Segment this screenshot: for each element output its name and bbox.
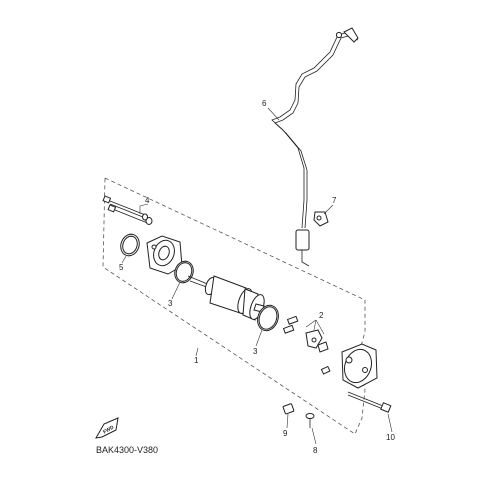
mounting-screw[interactable]: [305, 413, 315, 429]
front-cover[interactable]: [146, 235, 183, 275]
leader-line-9: [286, 413, 289, 429]
leader-line-2: [305, 319, 325, 335]
diagram-code: BAK4300-V380: [96, 445, 158, 455]
leader-line-3a: [171, 281, 181, 300]
leader-line-4: [139, 203, 149, 214]
callout-3-front: 3: [168, 299, 173, 308]
long-bolts[interactable]: [102, 195, 151, 225]
starter-cable[interactable]: [271, 27, 359, 267]
callout-5: 5: [119, 263, 124, 272]
cable-clamp[interactable]: [313, 211, 329, 227]
rear-cover[interactable]: [340, 343, 378, 389]
fwd-label: FWD: [102, 424, 115, 435]
leader-line-6: [267, 107, 280, 121]
through-bolt[interactable]: [347, 391, 392, 413]
callout-9: 9: [283, 429, 288, 438]
brush-set[interactable]: [282, 315, 331, 375]
forward-arrow-icon: FWD: [95, 417, 119, 439]
terminal-nut[interactable]: [282, 403, 295, 415]
callout-7: 7: [332, 196, 337, 205]
leader-line-10: [387, 413, 393, 433]
leader-line-8: [311, 427, 317, 445]
o-ring[interactable]: [118, 232, 142, 259]
callout-2: 2: [319, 311, 324, 320]
leader-line-5: [121, 255, 127, 264]
assembly-outline: [102, 177, 366, 435]
callout-1: 1: [194, 356, 199, 365]
leader-line-1: [195, 347, 199, 357]
bolt-seals[interactable]: [142, 213, 153, 225]
leader-line-3b: [255, 329, 263, 347]
callout-8: 8: [313, 446, 318, 455]
leader-line-7: [323, 204, 334, 215]
gasket-rear[interactable]: [254, 302, 282, 333]
callout-3-rear: 3: [253, 347, 258, 356]
callout-4: 4: [145, 196, 150, 205]
callout-6: 6: [262, 99, 267, 108]
starter-motor[interactable]: [187, 275, 267, 321]
callout-10: 10: [386, 433, 395, 442]
gasket-front[interactable]: [172, 259, 196, 286]
